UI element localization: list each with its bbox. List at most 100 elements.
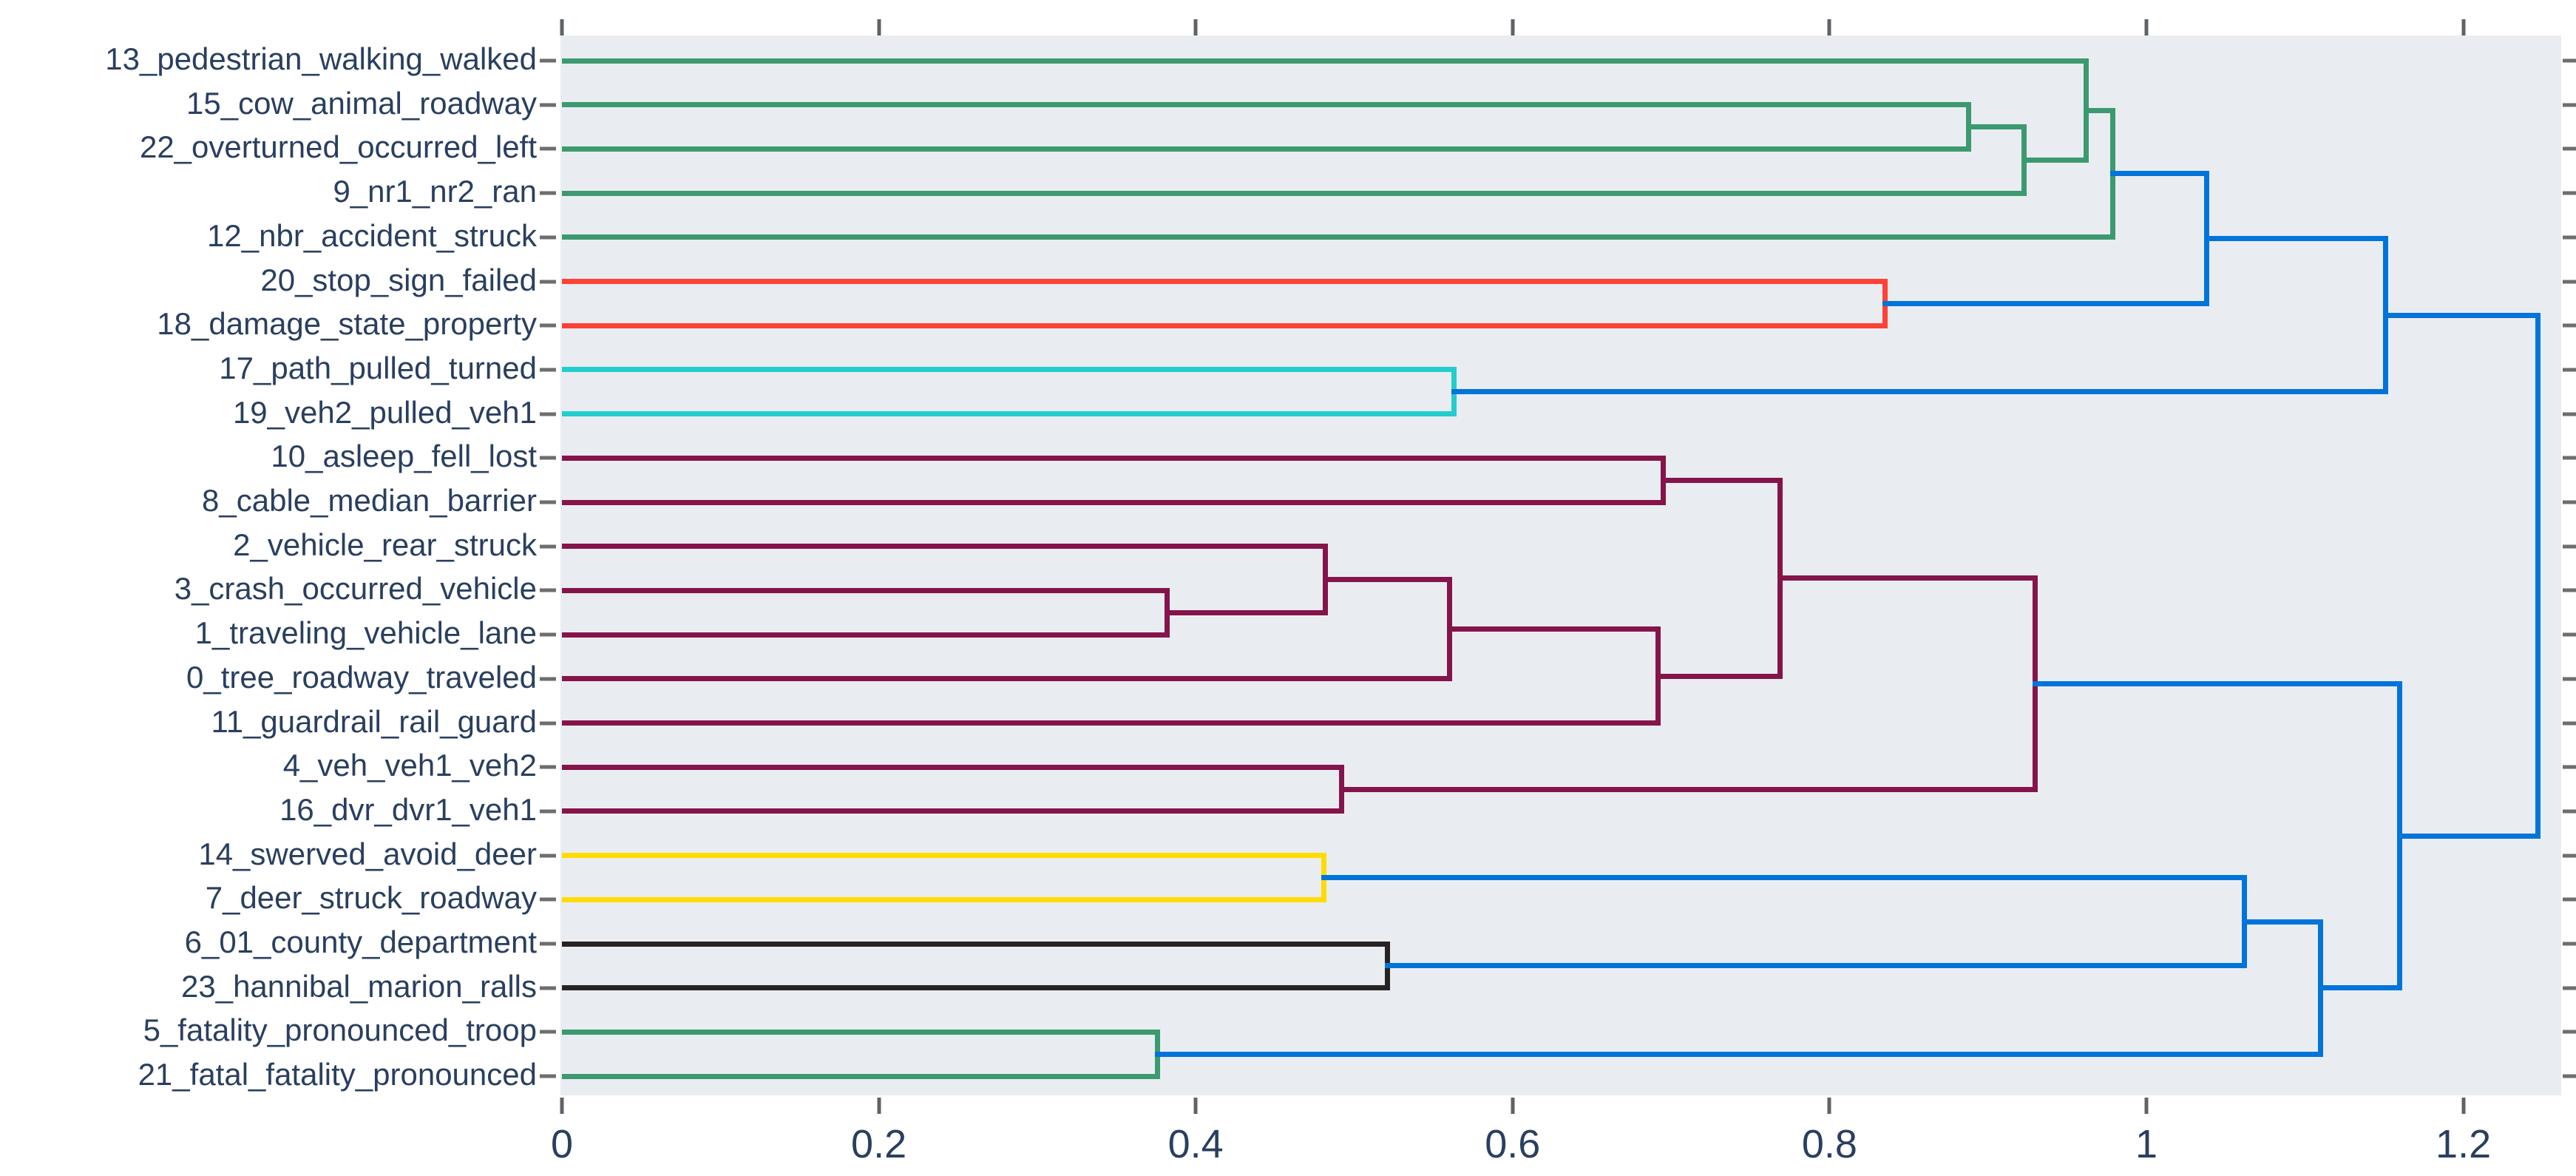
y-axis-tick-left: [540, 58, 556, 63]
leaf-label: 0_tree_roadway_traveled: [186, 659, 537, 695]
x-tick-label: 0.8: [1801, 1122, 1857, 1166]
dendrogram-link-horizontal: [562, 190, 2027, 196]
y-axis-tick-right: [2563, 191, 2576, 195]
dendrogram-link-horizontal: [1451, 389, 2389, 395]
dendrogram-link-horizontal: [1882, 300, 2209, 306]
y-axis-tick-right: [2563, 58, 2576, 63]
y-axis-tick-left: [540, 588, 556, 592]
y-axis-tick-right: [2563, 1074, 2576, 1078]
leaf-label: 18_damage_state_property: [157, 306, 537, 342]
y-axis-tick-left: [540, 809, 556, 814]
y-axis-tick-right: [2563, 588, 2576, 592]
y-axis-tick-right: [2563, 721, 2576, 725]
y-axis-tick-left: [540, 235, 556, 240]
leaf-label: 8_cable_median_barrier: [202, 483, 537, 518]
dendrogram-link-horizontal: [562, 146, 1972, 152]
dendrogram-link-horizontal: [562, 764, 1344, 770]
y-axis-tick-left: [540, 500, 556, 504]
leaf-label: 14_swerved_avoid_deer: [198, 836, 537, 871]
y-axis-tick-right: [2563, 986, 2576, 990]
x-axis-tick-bottom: [1193, 1098, 1198, 1114]
x-axis-tick-top: [1511, 19, 1515, 36]
y-axis-tick-right: [2563, 1030, 2576, 1034]
y-axis-tick-right: [2563, 897, 2576, 902]
leaf-label: 11_guardrail_rail_guard: [211, 703, 537, 739]
leaf-label: 23_hannibal_marion_ralls: [181, 968, 537, 1004]
y-axis-tick-left: [540, 280, 556, 283]
y-axis-tick-right: [2563, 368, 2576, 372]
dendrogram-link-vertical: [2535, 312, 2541, 839]
y-axis-tick-left: [540, 146, 556, 151]
dendrogram-link-horizontal: [562, 941, 1390, 947]
y-axis-tick-left: [540, 765, 556, 769]
y-axis-tick-left: [540, 677, 556, 681]
leaf-label: 17_path_pulled_turned: [219, 350, 537, 385]
y-axis-tick-left: [540, 986, 556, 990]
dendrogram-link-horizontal: [562, 676, 1452, 682]
y-axis-tick-right: [2563, 544, 2576, 549]
dendrogram-link-horizontal: [2397, 833, 2541, 839]
y-axis-tick-right: [2563, 677, 2576, 681]
x-axis-tick-bottom: [2144, 1098, 2149, 1114]
dendrogram-link-horizontal: [2084, 107, 2116, 113]
x-axis-tick-bottom: [1511, 1098, 1515, 1114]
y-axis-tick-left: [540, 412, 556, 416]
dendrogram-link-horizontal: [562, 896, 1327, 902]
y-axis-tick-left: [540, 632, 556, 637]
y-axis-tick-left: [540, 323, 556, 328]
y-axis-tick-right: [2563, 146, 2576, 151]
dendrogram-link-horizontal: [2110, 171, 2209, 177]
y-axis-tick-left: [540, 942, 556, 946]
dendrogram-link-horizontal: [562, 720, 1661, 726]
x-axis-tick-top: [1827, 19, 1831, 36]
dendrogram-link-horizontal: [1660, 477, 1783, 483]
x-tick-label: 0.2: [851, 1122, 907, 1166]
dendrogram-link-horizontal: [562, 58, 2089, 64]
leaf-label: 12_nbr_accident_struck: [207, 217, 537, 253]
y-axis-tick-right: [2563, 280, 2576, 283]
dendrogram-link-horizontal: [562, 1029, 1161, 1035]
leaf-label: 10_asleep_fell_lost: [271, 439, 537, 474]
y-axis-tick-left: [540, 544, 556, 549]
x-tick-label: 0.4: [1167, 1122, 1224, 1166]
y-axis-tick-right: [2563, 323, 2576, 328]
x-axis-tick-top: [877, 19, 881, 36]
y-axis-tick-right: [2563, 632, 2576, 637]
y-axis-tick-right: [2563, 456, 2576, 460]
dendrogram-link-horizontal: [562, 367, 1457, 373]
x-axis-tick-bottom: [1827, 1098, 1831, 1114]
dendrogram-link-horizontal: [562, 102, 1972, 108]
leaf-label: 5_fatality_pronounced_troop: [143, 1013, 537, 1048]
leaf-label: 6_01_county_department: [184, 925, 537, 960]
y-axis-tick-right: [2563, 500, 2576, 504]
x-axis-tick-top: [2461, 19, 2466, 36]
leaf-label: 7_deer_struck_roadway: [205, 880, 537, 916]
dendrogram-link-horizontal: [1165, 609, 1329, 615]
dendrogram-link-horizontal: [562, 411, 1457, 417]
dendrogram-link-horizontal: [1323, 576, 1452, 582]
y-axis-tick-left: [540, 897, 556, 902]
y-axis-tick-left: [540, 456, 556, 460]
dendrogram-link-horizontal: [1446, 626, 1661, 632]
y-axis-tick-right: [2563, 854, 2576, 858]
plot-area[interactable]: [560, 36, 2561, 1095]
leaf-label: 13_pedestrian_walking_walked: [105, 41, 537, 77]
leaf-label: 2_vehicle_rear_struck: [233, 527, 537, 562]
x-axis-tick-top: [560, 19, 564, 36]
dendrogram-link-horizontal: [562, 455, 1666, 461]
y-axis-tick-right: [2563, 765, 2576, 769]
x-axis-tick-bottom: [877, 1098, 881, 1114]
dendrogram-link-horizontal: [562, 1073, 1161, 1079]
dendrogram-link-horizontal: [562, 632, 1170, 638]
dendrogram-link-horizontal: [1777, 575, 2038, 581]
y-axis-tick-left: [540, 368, 556, 372]
dendrogram-link-horizontal: [2033, 680, 2403, 686]
x-axis-tick-top: [2144, 19, 2149, 36]
leaf-label: 21_fatal_fatality_pronounced: [138, 1057, 537, 1092]
dendrogram-link-horizontal: [562, 587, 1170, 593]
x-axis-tick-top: [1193, 19, 1198, 36]
leaf-label: 9_nr1_nr2_ran: [333, 174, 537, 209]
y-axis-tick-left: [540, 854, 556, 858]
y-axis-tick-right: [2563, 809, 2576, 814]
